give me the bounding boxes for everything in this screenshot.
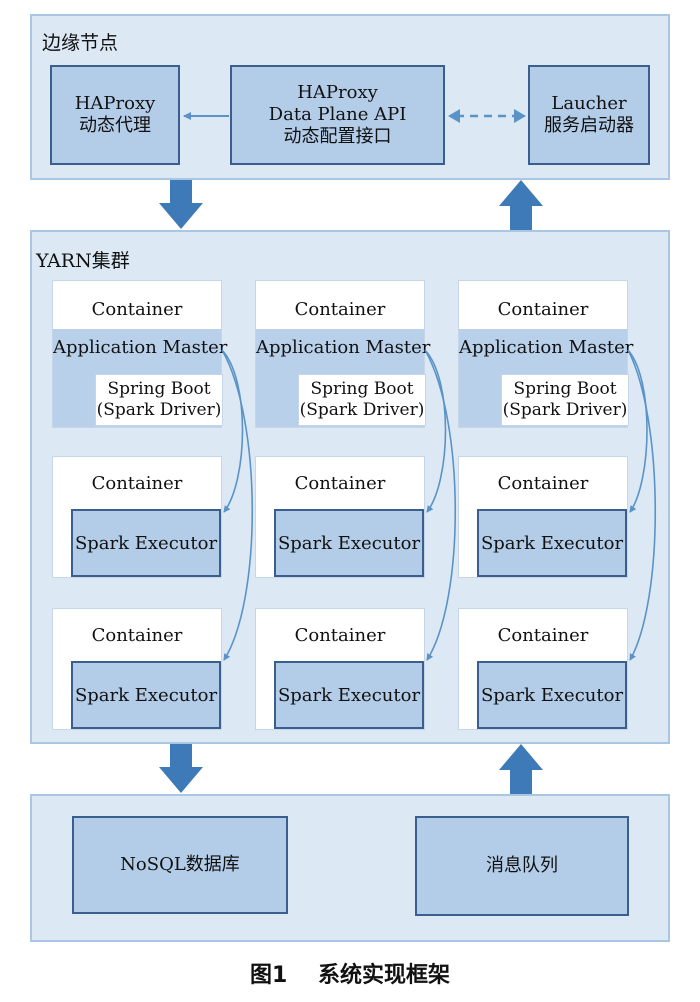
application-master-label: Application Master	[256, 337, 431, 358]
application-master-label: Application Master	[53, 337, 228, 358]
executor-container: Container Spark Executor	[255, 608, 425, 730]
driver-line1: Spring Boot	[310, 379, 414, 399]
executor-container: Container Spark Executor	[52, 608, 222, 730]
application-master-panel: Application Master Spring Boot (Spark Dr…	[459, 329, 634, 427]
launcher-line1: Laucher	[551, 93, 627, 114]
spark-driver-box: Spring Boot (Spark Driver)	[298, 374, 426, 426]
container-label: Container	[497, 625, 589, 646]
spark-executor-box: Spark Executor	[477, 509, 627, 577]
am-container: Container Application Master Spring Boot…	[52, 280, 228, 428]
down-arrow-edge-to-yarn	[159, 180, 203, 229]
spark-executor-box: Spark Executor	[274, 661, 424, 729]
dataplane-api-line3: 动态配置接口	[283, 126, 392, 147]
am-container: Container Application Master Spring Boot…	[458, 280, 634, 428]
haproxy-proxy-line1: HAProxy	[74, 93, 156, 114]
spark-driver-box: Spring Boot (Spark Driver)	[95, 374, 223, 426]
driver-line1: Spring Boot	[513, 379, 617, 399]
spark-driver-box: Spring Boot (Spark Driver)	[501, 374, 629, 426]
nosql-database-box: NoSQL数据库	[72, 816, 288, 914]
dataplane-api-box: HAProxy Data Plane API 动态配置接口	[230, 65, 445, 165]
up-arrow-yarn-to-edge	[499, 180, 543, 230]
spark-executor-box: Spark Executor	[274, 509, 424, 577]
edge-node-label: 边缘节点	[42, 32, 119, 54]
executor-container: Container Spark Executor	[458, 608, 628, 730]
executor-container: Container Spark Executor	[255, 456, 425, 578]
up-arrow-storage-to-yarn	[499, 744, 543, 794]
container-label: Container	[497, 299, 589, 320]
application-master-panel: Application Master Spring Boot (Spark Dr…	[256, 329, 431, 427]
container-label: Container	[294, 473, 386, 494]
container-label: Container	[497, 473, 589, 494]
driver-line2: (Spark Driver)	[502, 400, 628, 420]
message-queue-box: 消息队列	[415, 816, 629, 916]
figure-caption: 图1 系统实现框架	[250, 963, 450, 988]
am-container: Container Application Master Spring Boot…	[255, 280, 431, 428]
driver-line2: (Spark Driver)	[299, 400, 425, 420]
haproxy-proxy-line2: 动态代理	[79, 115, 151, 136]
down-arrow-yarn-to-storage	[159, 744, 203, 793]
spark-executor-box: Spark Executor	[477, 661, 627, 729]
launcher-line2: 服务启动器	[544, 115, 634, 136]
executor-container: Container Spark Executor	[52, 456, 222, 578]
driver-line2: (Spark Driver)	[96, 400, 222, 420]
dataplane-api-line2: Data Plane API	[268, 104, 407, 125]
launcher-box: Laucher 服务启动器	[528, 65, 650, 165]
spark-executor-box: Spark Executor	[71, 661, 221, 729]
container-label: Container	[91, 299, 183, 320]
container-label: Container	[91, 625, 183, 646]
container-label: Container	[91, 473, 183, 494]
container-label: Container	[294, 299, 386, 320]
dataplane-api-line1: HAProxy	[297, 82, 378, 103]
application-master-label: Application Master	[459, 337, 634, 358]
haproxy-proxy-box: HAProxy 动态代理	[50, 65, 180, 165]
driver-line1: Spring Boot	[107, 379, 211, 399]
executor-container: Container Spark Executor	[458, 456, 628, 578]
application-master-panel: Application Master Spring Boot (Spark Dr…	[53, 329, 228, 427]
yarn-cluster-label: YARN集群	[36, 250, 130, 272]
spark-executor-box: Spark Executor	[71, 509, 221, 577]
container-label: Container	[294, 625, 386, 646]
